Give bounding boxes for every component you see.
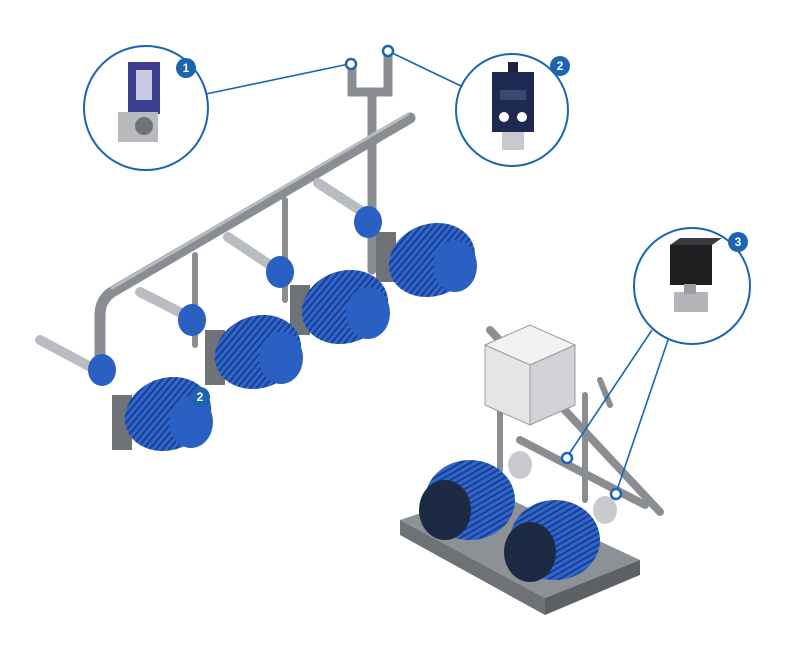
- callout-solenoid-valve[interactable]: 3: [633, 227, 751, 345]
- pump-sensor-badge[interactable]: 2: [190, 387, 210, 407]
- badge: [550, 56, 570, 76]
- control-cabinet: [483, 324, 577, 426]
- pump-3: [178, 304, 303, 390]
- skid-pump-2: [504, 496, 617, 582]
- pressure-sensor-image: [492, 62, 534, 150]
- sensor-point-1: [344, 57, 358, 71]
- sensor-point-2: [381, 44, 395, 58]
- sensor-point-3: [560, 451, 574, 465]
- callout-connectors: [205, 44, 669, 501]
- pump-2: [266, 256, 390, 345]
- pump-1: [354, 206, 477, 298]
- pressure-switch-image: [118, 62, 160, 142]
- solenoid-valve-image: [670, 238, 722, 312]
- badge-number: 2: [557, 59, 564, 73]
- badge-number: 1: [183, 61, 190, 75]
- badge-number: 2: [197, 390, 204, 404]
- badge-number: 3: [735, 235, 742, 249]
- skid-pump-1: [419, 451, 532, 540]
- booster-skid: [400, 324, 664, 615]
- badge: [176, 58, 196, 78]
- pump-4: [88, 354, 213, 452]
- callout-pressure-sensor[interactable]: 2: [455, 53, 570, 167]
- sensor-point-4: [609, 487, 623, 501]
- callout-pressure-switch[interactable]: 1: [83, 45, 209, 171]
- badge: [728, 232, 748, 252]
